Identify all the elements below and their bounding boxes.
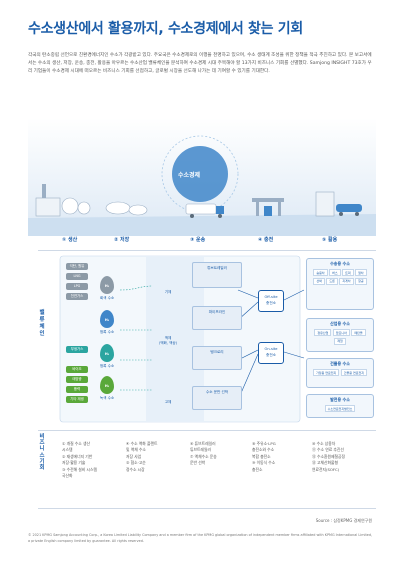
storage-gas: 기체 [164, 290, 172, 294]
transport-pipeline: 파이프라인 [192, 306, 242, 330]
hydrogen-drop-icon: H₂ [100, 376, 114, 394]
business-column-charging: ⑧ 주유소·LPG 충전소와 수소 복합 충전소 ⑨ 이동식 수소 충전소 [252, 441, 276, 472]
use-item: 수소연료전지발전소 [324, 405, 356, 412]
business-column-transport: ⑥ 튜브트레일러 튜브트레일러 ⑦ 액체수소 운송 운반 선박 [190, 441, 217, 466]
hydrogen-drop-icon: H₂ [100, 310, 114, 328]
use-panel-transport: 수송용 수소 승용차 버스 트럭 열차 선박 드론 지게차 항공 [306, 258, 374, 310]
storage-tanks-icon [105, 201, 148, 216]
source-chip: 천연가스 [66, 293, 88, 300]
transport-truck-icon [185, 203, 224, 218]
stage-production: ① 생산 [62, 237, 78, 243]
charging-station-icon [252, 198, 284, 216]
storage-solid: 고체 [164, 400, 172, 404]
drop-caption: 녹색 수소 [99, 396, 115, 400]
source-chip: 바이오 [66, 366, 88, 373]
transport-ship: 수소 운반 선박 [192, 386, 242, 410]
source-chip: LPG [66, 283, 88, 290]
stage-transport: ③ 운송 [190, 237, 206, 243]
source-note: Source : 삼정KPMG 경제연구원 [315, 518, 372, 523]
source-chip: 기타 재생 [66, 396, 88, 403]
stage-storage: ② 저장 [114, 237, 130, 243]
use-panel-building: 건물용 수소 가정용 연료전지 건물용 연료전지 [306, 358, 374, 388]
page-title: 수소생산에서 활용까지, 수소경제에서 찾는 기회 [28, 21, 303, 37]
use-item: 메탄올 [351, 329, 366, 336]
source-chip: 부생가스 [66, 346, 88, 353]
hydrogen-drop-icon: H₂ [100, 344, 114, 362]
intro-paragraph: 각국의 탄소중립 선언으로 친환경에너지인 수소가 각광받고 있다. 주요국은 … [28, 53, 372, 75]
use-item: 열차 [355, 269, 367, 276]
drop-caption: 청록 수소 [99, 330, 115, 334]
use-item: 선박 [313, 277, 325, 285]
stage-charging: ④ 충전 [258, 237, 274, 243]
ecosystem-illustration [28, 118, 376, 236]
business-column-production: ① 개질 수소 생산 시스템 ② 재생에너지 기반 저장·활용 기술 ③ 수전해… [62, 441, 97, 479]
use-item: 드론 [326, 277, 338, 285]
source-chip: 태양광 [66, 376, 88, 383]
section-divider [38, 250, 376, 251]
utilization-icon [315, 191, 362, 217]
use-panel-industry: 산업용 수소 정유산업 암모니아 메탄올 제철 [306, 318, 374, 352]
value-chain-label: 밸류체인 [39, 310, 45, 337]
production-plant-icon [35, 184, 91, 217]
drop-caption: 청록 수소 [99, 364, 115, 368]
business-column-storage: ④ 수소 액화 플랜트 및 액체 수소 저장 사업 ⑤ 협소·고순 정수소 시장 [126, 441, 158, 472]
use-item: 트럭 [342, 269, 354, 276]
use-item: 정유산업 [314, 329, 332, 336]
drop-caption: 회색 수소 [99, 296, 115, 300]
use-item: 암모니아 [332, 329, 350, 336]
value-chain-flow [59, 255, 305, 423]
use-item: 가정용 연료전지 [312, 369, 340, 376]
hydrogen-drop-icon: H₂ [100, 276, 114, 294]
section-divider [38, 508, 376, 509]
onsite-station: On-site 충전소 [258, 342, 284, 364]
offsite-station: Off-site 충전소 [258, 290, 284, 312]
source-chip: 풍력 [66, 386, 88, 393]
use-item: 제철 [334, 337, 346, 345]
use-item: 승용차 [313, 269, 328, 276]
storage-liquid: 액체 (액화, 액상) [158, 336, 178, 345]
copyright-footer: © 2021 KPMG Samjong Accounting Corp., a … [28, 533, 373, 543]
transport-tank-lorry: 탱크로리 [192, 346, 242, 370]
source-chip: LNG [66, 273, 88, 280]
ecosystem-title: 수소경제 [178, 172, 201, 179]
business-label: 비즈니스기회 [39, 434, 45, 472]
stage-utilization: ⑤ 활용 [322, 237, 338, 243]
ecosystem-circle [172, 146, 228, 202]
business-column-utilization: ⑩ 수소 상용차 ⑪ 수소 연료 추진선 ⑫ 수소환원제철공정 ⑬ 고체산화물형… [312, 441, 345, 472]
source-chip: 석탄, 원유 [66, 263, 88, 270]
use-item: 버스 [329, 269, 341, 276]
transport-tube-trailer: 튜브트레일러 [192, 262, 242, 288]
use-item: 지게차 [339, 277, 354, 285]
use-panel-power: 발전용 수소 수소연료전지발전소 [306, 394, 374, 418]
use-item: 항공 [355, 277, 367, 285]
use-item: 건물용 연료전지 [340, 369, 368, 376]
section-divider [38, 430, 376, 431]
